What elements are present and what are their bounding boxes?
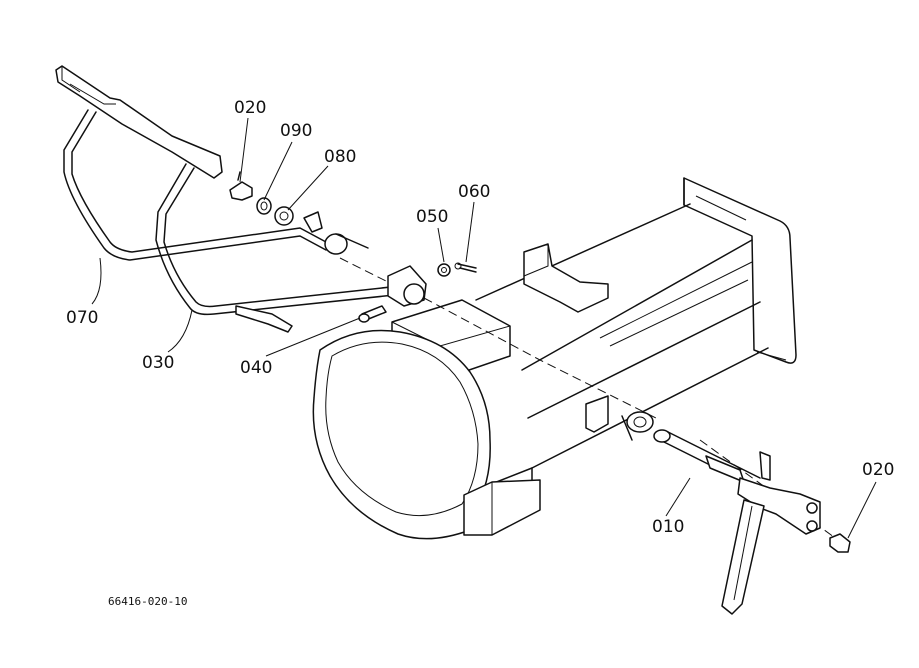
washer-080 (274, 206, 294, 226)
label-040: 040 (240, 358, 272, 378)
clip-090 (256, 197, 272, 215)
transmission-housing (312, 177, 797, 540)
label-050: 050 (416, 207, 448, 227)
label-020-top: 020 (234, 98, 266, 118)
leader-lines (91, 117, 877, 539)
pedal-070 (55, 65, 369, 261)
label-090: 090 (280, 121, 312, 141)
label-030: 030 (142, 353, 174, 373)
label-020-right: 020 (862, 460, 894, 480)
label-080: 080 (324, 147, 356, 167)
grease-nipple-020-right (829, 533, 851, 553)
release-lever (721, 451, 821, 615)
grease-nipple-020-top (229, 171, 253, 201)
pedal-030 (155, 163, 427, 333)
pin-040 (358, 305, 387, 323)
split-pin-060 (454, 262, 477, 273)
label-010: 010 (652, 517, 684, 537)
label-060: 060 (458, 182, 490, 202)
diagram-code: 66416-020-10 (108, 595, 187, 608)
washer-050 (437, 263, 451, 277)
label-070: 070 (66, 308, 98, 328)
